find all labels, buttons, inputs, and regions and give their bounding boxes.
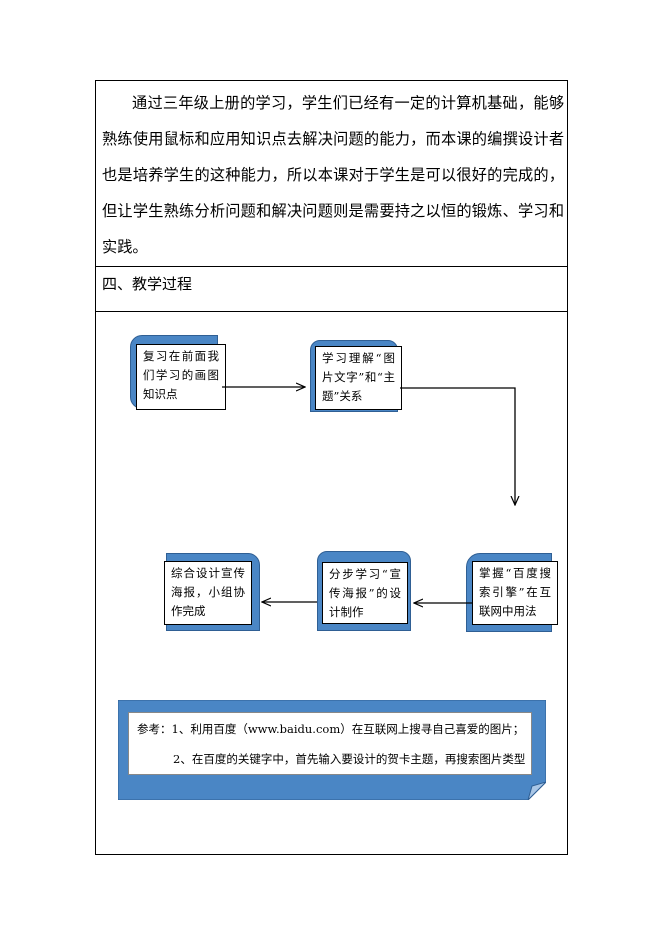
flow-step-text: 掌握“百度搜索引擎”在互联网中用法 <box>472 561 558 625</box>
note-content: 参考：1、利用百度（www.baidu.com）在互联网上搜寻自己喜爱的图片； … <box>128 712 532 775</box>
reference-note: 参考：1、利用百度（www.baidu.com）在互联网上搜寻自己喜爱的图片； … <box>118 700 546 800</box>
intro-paragraph: 通过三年级上册的学习，学生们已经有一定的计算机基础，能够熟练使用鼠标和应用知识点… <box>102 85 564 265</box>
flow-step-text: 学习理解“图片文字”和“主题”关系 <box>315 346 402 410</box>
section-title: 四、教学过程 <box>102 275 193 293</box>
flow-step-search: 掌握“百度搜索引擎”在互联网中用法 <box>466 553 558 632</box>
flow-step-combine: 综合设计宣传海报，小组协作完成 <box>164 553 260 631</box>
table-divider <box>96 266 567 267</box>
flow-step-design: 分步学习“宣传海报”的设计制作 <box>317 551 411 631</box>
lesson-table: 通过三年级上册的学习，学生们已经有一定的计算机基础，能够熟练使用鼠标和应用知识点… <box>95 80 568 855</box>
flow-step-understand: 学习理解“图片文字”和“主题”关系 <box>310 340 402 414</box>
flow-step-review: 复习在前面我们学习的画图知识点 <box>130 335 226 413</box>
flow-step-text: 综合设计宣传海报，小组协作完成 <box>164 561 252 625</box>
flow-step-text: 复习在前面我们学习的画图知识点 <box>136 344 226 410</box>
reference-line-2: 2、在百度的关键字中，首先输入要设计的贺卡主题，再搜索图片类型 <box>173 752 526 766</box>
intro-text: 通过三年级上册的学习，学生们已经有一定的计算机基础，能够熟练使用鼠标和应用知识点… <box>102 94 564 256</box>
arrow-down <box>400 387 515 505</box>
flow-step-text: 分步学习“宣传海报”的设计制作 <box>322 562 408 624</box>
reference-line-1: 参考：1、利用百度（www.baidu.com）在互联网上搜寻自己喜爱的图片； <box>137 722 525 736</box>
table-divider <box>96 311 567 312</box>
